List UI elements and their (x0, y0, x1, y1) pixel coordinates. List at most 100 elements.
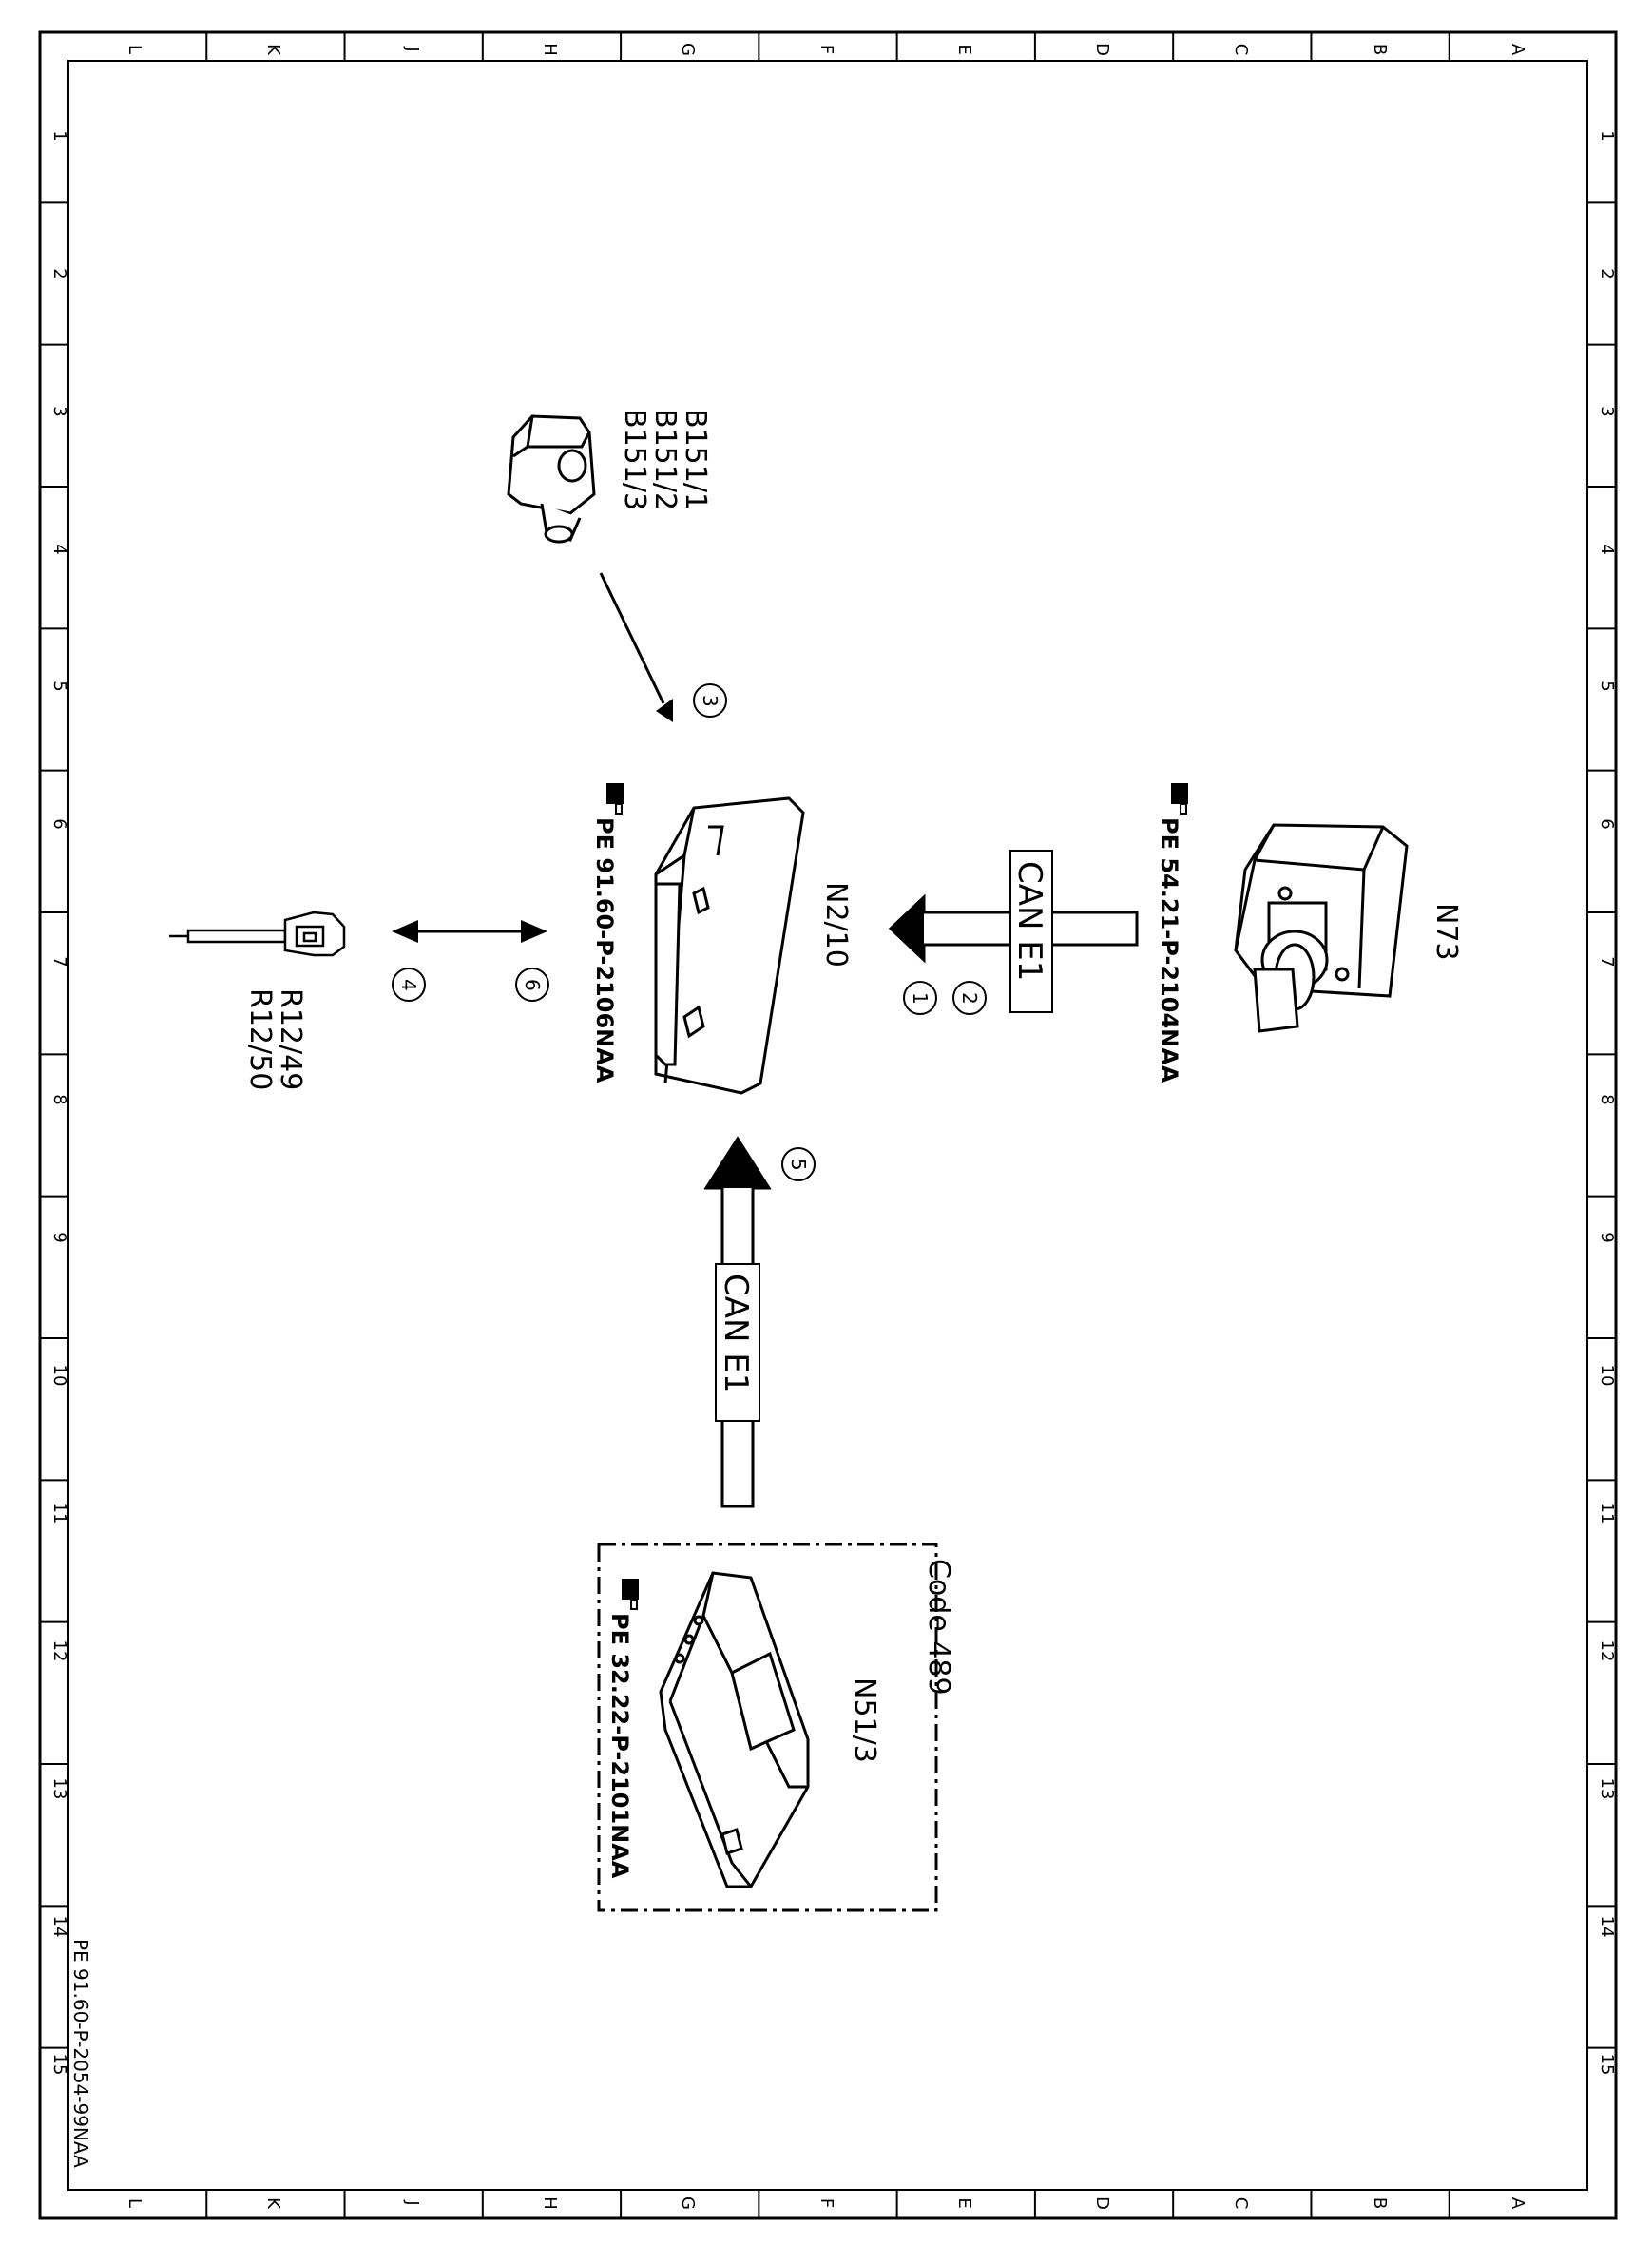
n2-10-reference-text: PE 91.60-P-2106NAA (591, 817, 618, 1083)
can-bus-top-label-box (1009, 850, 1053, 1013)
n2-10-reference: PE 91.60-P-2106NAA (591, 783, 624, 1083)
n51-3-reference-text: PE 32.22-P-2101NAA (606, 1613, 633, 1879)
b151-label-1: B151/1 (679, 409, 712, 510)
callout-4: 4 (392, 968, 426, 1002)
grid-number: 5 (49, 681, 69, 691)
grid-number: 7 (1597, 956, 1617, 967)
grid-letter: B (1370, 44, 1390, 55)
r12-label-2: R12/50 (243, 988, 277, 1090)
grid-letter: A (1508, 2197, 1527, 2210)
b151-label-2: B151/2 (648, 409, 682, 510)
control-unit-icon (654, 796, 805, 1095)
can-bus-bottom-label-box (715, 1263, 760, 1422)
grid-number: 11 (49, 1503, 69, 1524)
n2-10-component: N2/10 PE 91.60-P-2106NAA (591, 783, 853, 1095)
code-489-label: Code 489 (922, 1559, 955, 1696)
n2-10-label: N2/10 (819, 882, 853, 968)
b151-component: B151/1 B151/2 B151/3 (507, 409, 712, 544)
grid-number: 3 (49, 406, 69, 416)
pointing-hand-icon (1171, 783, 1188, 815)
svg-text:1: 1 (909, 992, 932, 1005)
callout-5: 5 (781, 1147, 816, 1181)
grid-letter: D (1092, 43, 1112, 56)
grid-number: 1 (1597, 130, 1617, 141)
grid-number: 13 (49, 1778, 69, 1800)
callout-1: 1 (903, 981, 937, 1015)
grid-letter: A (1508, 44, 1527, 56)
n51-3-label: N51/3 (848, 1677, 881, 1763)
grid-number: 9 (49, 1232, 69, 1242)
ignition-lock-icon (1234, 823, 1409, 1033)
grid-number: 15 (1597, 2054, 1617, 2076)
b151-signal-arrow (599, 572, 673, 722)
pointing-hand-icon (622, 1579, 639, 1610)
grid-number: 2 (1597, 268, 1617, 278)
grid-numbers-right: 1 2 3 4 5 6 7 8 9 10 11 12 13 14 15 (1597, 130, 1617, 2075)
grid-number: 10 (49, 1365, 69, 1387)
grid-number: 3 (1597, 406, 1617, 416)
callout-2: 2 (952, 981, 987, 1015)
callout-6: 6 (515, 968, 549, 1002)
grid-letter: J (402, 2199, 422, 2205)
grid-number: 12 (1597, 1640, 1617, 1662)
grid-letter: F (816, 45, 836, 54)
r12-label-1: R12/49 (274, 988, 307, 1090)
callout-3: 3 (693, 683, 727, 718)
code-489-box (597, 1543, 938, 1912)
grid-letter: F (816, 2198, 836, 2208)
grid-number: 15 (49, 2054, 69, 2076)
sensor-icon (507, 414, 596, 544)
grid-number: 13 (1597, 1778, 1617, 1800)
b151-label-3: B151/3 (618, 409, 651, 510)
grid-number: 8 (1597, 1094, 1617, 1104)
grid-number: 9 (1597, 1232, 1617, 1242)
grid-letters-bottom: L K J H G F E D C B A (125, 2196, 1527, 2210)
n51-3-component: Code 489 N51/3 PE 32.22-P-2101NAA (597, 1543, 955, 1912)
n73-label: N73 (1430, 903, 1463, 961)
grid-letter: D (1092, 2196, 1112, 2210)
grid-letter: L (125, 2198, 144, 2208)
grid-letter: E (954, 44, 974, 54)
can-bus-bottom: CAN E1 (703, 1136, 772, 1508)
control-module-icon (659, 1571, 810, 1888)
grid-number: 12 (49, 1640, 69, 1662)
grid-letter: L (125, 45, 144, 54)
grid-letter: C (1231, 2197, 1251, 2210)
grid-number: 6 (1597, 818, 1617, 829)
n51-3-reference: PE 32.22-P-2101NAA (606, 1579, 639, 1879)
n73-reference-text: PE 54.21-P-2104NAA (1156, 817, 1182, 1083)
grid-letter: H (540, 43, 560, 56)
grid-letter: H (540, 2196, 560, 2210)
grid-number: 14 (49, 1916, 69, 1938)
grid-number: 8 (49, 1094, 69, 1104)
grid-letter: K (263, 2197, 283, 2210)
svg-text:4: 4 (397, 979, 420, 991)
document-id: PE 91.60-P-2054-99NAA (69, 1939, 92, 2168)
grid-number: 10 (1597, 1365, 1617, 1387)
grid-number: 7 (49, 956, 69, 967)
can-bus-top-label: CAN E1 (1010, 861, 1048, 981)
svg-text:6: 6 (521, 979, 544, 991)
grid-letter: G (678, 43, 698, 56)
grid-letter: J (402, 46, 422, 51)
grid-number: 5 (1597, 681, 1617, 691)
grid-number: 6 (49, 818, 69, 829)
svg-text:2: 2 (958, 992, 981, 1005)
drawing-frame (38, 30, 1618, 2220)
can-bus-bottom-label: CAN E1 (717, 1274, 755, 1393)
heater-element-icon (169, 911, 346, 957)
grid-letter: E (954, 2197, 974, 2208)
can-bus-top: CAN E1 (888, 850, 1139, 1013)
grid-letter: K (263, 44, 283, 56)
n73-reference: PE 54.21-P-2104NAA (1156, 783, 1188, 1083)
grid-letter: C (1231, 44, 1251, 56)
grid-number: 14 (1597, 1916, 1617, 1938)
grid-number: 4 (49, 544, 69, 554)
n73-component: N73 PE 54.21-P-2104NAA (1156, 783, 1463, 1083)
grid-letter: B (1370, 2197, 1390, 2209)
grid-number: 2 (49, 268, 69, 278)
grid-numbers-left: 1 2 3 4 5 6 7 8 9 10 11 12 13 14 15 (49, 130, 69, 2075)
pointing-hand-icon (606, 783, 624, 815)
grid-number: 1 (49, 130, 69, 141)
